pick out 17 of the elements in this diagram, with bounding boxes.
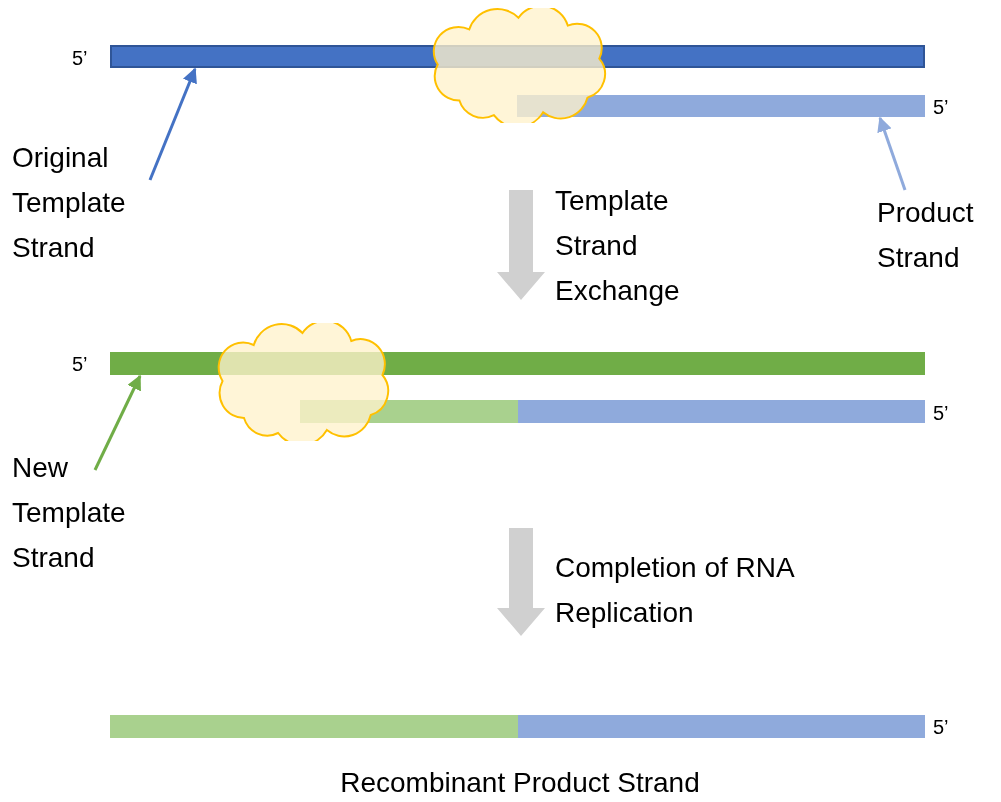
leader-arrow — [877, 116, 907, 191]
five-prime-label: 5’ — [933, 95, 950, 120]
rna-strand-bar — [110, 715, 518, 738]
strand-label: Original Template Strand — [12, 135, 162, 270]
rna-strand-bar — [518, 715, 925, 738]
step-label: Recombinant Product Strand — [339, 766, 701, 800]
strand-label: Product Strand — [877, 190, 1001, 280]
leader-arrow — [93, 374, 142, 471]
five-prime-label: 5’ — [933, 715, 950, 740]
rna-strand-bar — [518, 400, 925, 423]
five-prime-label: 5’ — [72, 352, 89, 377]
step-label: Template Strand Exchange — [555, 184, 681, 308]
five-prime-label: 5’ — [933, 401, 950, 426]
five-prime-label: 5’ — [72, 46, 89, 71]
leader-arrow — [148, 67, 197, 181]
step-label: Completion of RNA Replication — [555, 551, 795, 630]
strand-label: New Template Strand — [12, 445, 162, 580]
